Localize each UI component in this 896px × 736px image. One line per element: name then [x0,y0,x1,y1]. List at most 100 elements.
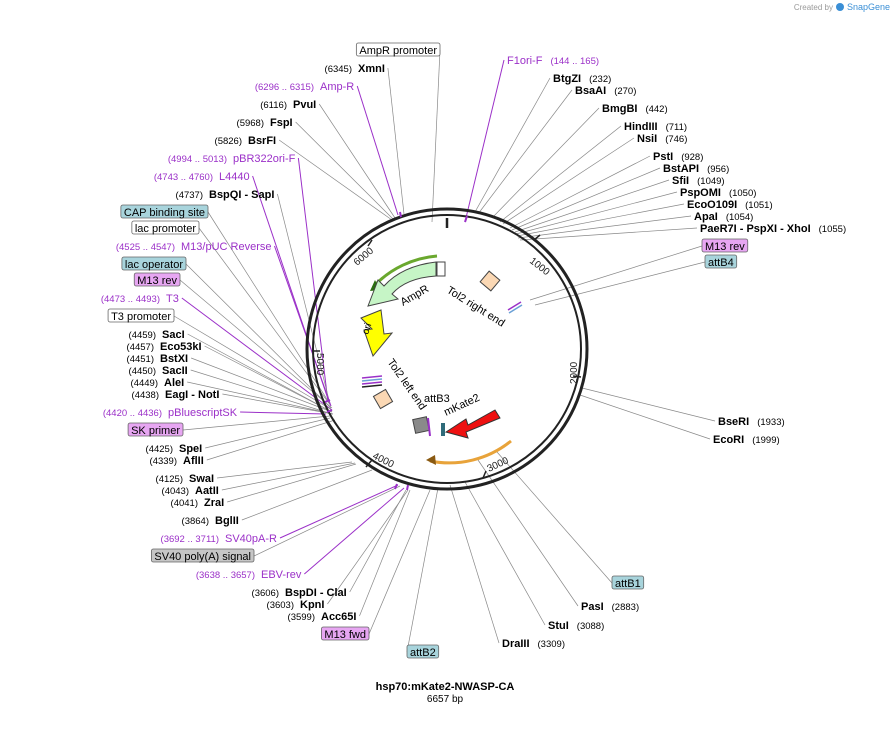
ampr-arrow [367,261,437,307]
site-btgzi: BtgZI(232) [553,73,611,85]
mkate2-start-mark [441,423,445,436]
site-position: (3309) [538,639,565,650]
site-name: DraIII [502,638,530,650]
site-t3-promoter-feature: T3 promoter [107,308,175,323]
site-attb2-feature: attB2 [406,644,440,659]
site-position: (1051) [745,200,772,211]
leader-line [227,463,357,503]
site-name: attB1 [615,578,641,590]
site-position: (4737) [176,190,203,201]
site-name: attB2 [410,647,436,659]
site-pbluescriptsk: pBluescriptSK(4420 .. 4436) [103,407,238,419]
leader-line [464,481,546,626]
leader-line [327,489,409,605]
site-bstxi: BstXI(4451) [127,353,189,365]
site-kpni: KpnI(3603) [267,599,325,611]
site-aflii: AflII(4339) [150,455,204,467]
small-marker-stack-left [361,375,383,388]
label-tol2-right: Tol2 right end [444,284,506,329]
site-bspqi-sapi: BspQI - SapI(4737) [176,189,275,201]
site-name: PasI [581,601,604,613]
leader-line [179,279,333,409]
site-name: BstXI [160,353,188,365]
site-position: (3599) [288,612,315,623]
site-name: SacII [162,365,188,377]
leader-line [517,215,692,239]
leader-line [499,125,622,223]
site-pspomi: PspOMI(1050) [680,187,756,199]
label-ampr: AmpR [399,283,432,309]
site-position: (3864) [182,516,209,527]
site-pbr322ori-f: pBR322ori-F(4994 .. 5013) [168,153,296,165]
site-name: BseRI [718,416,749,428]
site-position: (3692 .. 3711) [161,534,219,545]
site-m13-rev-feature: M13 rev [133,272,181,287]
site-name: ApaI [694,211,718,223]
leader-line [387,67,405,215]
site-position: (6345) [325,64,352,75]
plasmid-name: hsp70:mKate2-NWASP-CA [375,681,515,693]
feature-box [127,422,184,437]
leader-line [464,59,505,223]
leader-line [477,89,573,215]
leader-line [222,393,334,415]
site-spei: SpeI(4425) [146,443,203,455]
site-name: Amp-R [320,81,354,93]
site-position: (2883) [612,602,639,613]
site-position: (956) [707,164,729,175]
site-position: (4525 .. 4547) [116,242,175,253]
ring-marks [324,211,468,491]
site-bmgbi: BmgBI(442) [602,103,668,115]
site-name: BmgBI [602,103,637,115]
site-name: M13/pUC Reverse [181,241,271,253]
site-fspi: FspI(5968) [237,117,293,129]
site-sv40-poly-a-signal-feature: SV40 poly(A) signal [150,548,255,563]
leader-line [240,411,327,415]
leader-line [477,459,579,607]
site-alei: AleI(4449) [131,377,185,389]
site-hindiii: HindIII(711) [624,121,687,133]
site-position: (4450) [129,366,156,377]
sv40-promoter-arrowhead [426,455,436,465]
site-attb4-feature: attB4 [704,254,738,269]
feature-box [131,220,200,235]
site-sacii: SacII (4450) [129,365,188,377]
site-position: (3606) [252,588,279,599]
site-position: (4125) [156,474,183,485]
site-position: (1049) [697,176,724,187]
site-acc65i: Acc65I (3599) [288,611,357,623]
site-name: SfiI [672,175,689,187]
site-position: (5968) [237,118,264,129]
site-lac-operator-feature: lac operator [121,256,187,271]
site-sfii: SfiI (1049) [672,175,725,187]
site-name: KpnI [300,599,324,611]
tick-1000: 1000 [527,256,552,279]
site-name: Acc65I [321,611,356,623]
credit-prefix: Created by [793,2,833,12]
feature-box [121,256,187,271]
site-m13-fwd-feature: M13 fwd [321,626,370,641]
leader-line [274,245,332,407]
site-position: (3638 .. 3657) [196,570,255,581]
site-position: (4743 .. 4760) [154,172,213,183]
site-t3: T3(4473 .. 4493) [101,293,179,305]
site-name: M13 rev [705,241,745,253]
site-bstapi: BstAPI (956) [663,163,729,175]
label-tol2-left: Tol2 left end [385,357,429,412]
site-amp-r: Amp-R(6296 .. 6315) [255,81,354,93]
site-name: pBluescriptSK [168,407,238,419]
site-name: BtgZI [553,73,581,85]
site-m13-rev-feature: M13 rev [701,238,749,253]
leader-line [217,461,353,479]
leader-line [581,387,716,422]
site-position: (1050) [729,188,756,199]
leader-line [278,139,393,221]
site-pvui: PvuI(6116) [260,99,316,111]
site-name: BstAPI [663,163,699,175]
leader-line [519,227,698,241]
site-position: (4994 .. 5013) [168,154,227,165]
site-position: (6116) [260,100,287,111]
leader-line [502,137,635,225]
label-ori: ori [360,322,374,336]
credit-brand: SnapGene [846,2,890,12]
